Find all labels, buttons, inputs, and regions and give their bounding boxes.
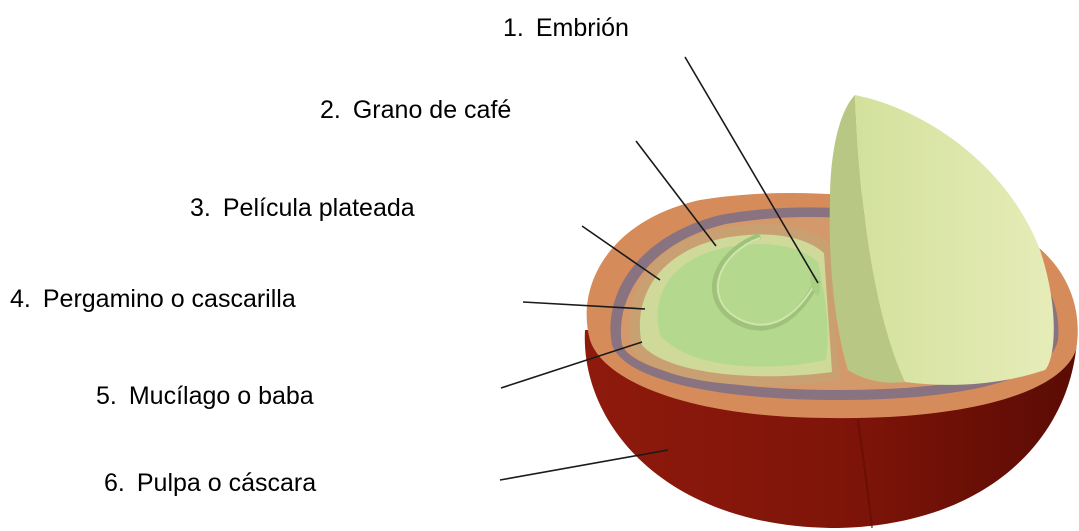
label-number: 2. xyxy=(320,96,341,124)
label-mucilago: 5. Mucílago o baba xyxy=(96,384,314,409)
label-number: 4. xyxy=(10,285,31,313)
label-text: Embrión xyxy=(536,14,629,42)
label-text: Grano de café xyxy=(353,96,511,124)
label-number: 1. xyxy=(503,14,524,42)
label-pulpa: 6. Pulpa o cáscara xyxy=(104,471,316,496)
label-text: Mucílago o baba xyxy=(129,382,314,410)
leader-line-pulpa xyxy=(500,450,668,480)
label-grano-de-cafe: 2. Grano de café xyxy=(320,98,511,123)
label-pergamino: 4. Pergamino o cascarilla xyxy=(10,287,296,312)
label-number: 5. xyxy=(96,382,117,410)
label-pelicula-plateada: 3. Película plateada xyxy=(190,196,415,221)
label-text: Película plateada xyxy=(223,194,415,222)
label-number: 6. xyxy=(104,469,125,497)
label-number: 3. xyxy=(190,194,211,222)
label-text: Pergamino o cascarilla xyxy=(43,285,296,313)
label-embrion: 1. Embrión xyxy=(503,16,629,41)
label-text: Pulpa o cáscara xyxy=(137,469,316,497)
